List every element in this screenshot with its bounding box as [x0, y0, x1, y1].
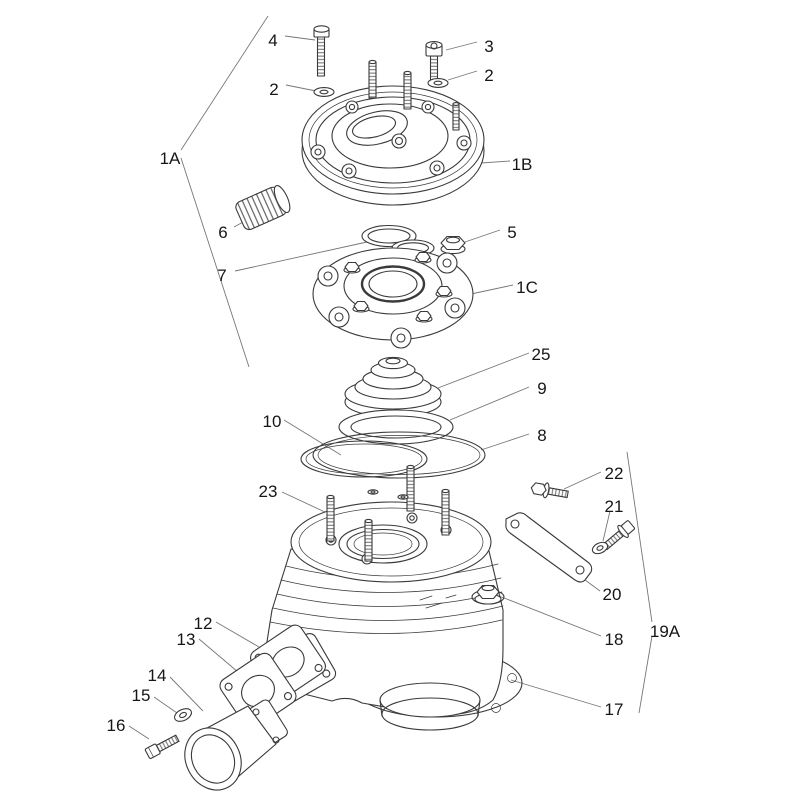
part-label-13: 13 [177, 630, 196, 649]
bracket-20 [505, 512, 593, 583]
bolt-3 [425, 41, 443, 82]
part-label-20: 20 [603, 585, 622, 604]
part-label-5: 5 [507, 223, 516, 242]
part-label-9: 9 [537, 379, 546, 398]
embossed-logo [419, 594, 457, 609]
part-labels: 4 3 2 2 1A 1B 6 5 7 1C 25 9 10 8 22 23 2… [107, 31, 681, 735]
head-flange-lugs [317, 252, 466, 349]
part-label-15: 15 [132, 686, 151, 705]
cylinder-block [264, 501, 504, 731]
washer-2-left [313, 87, 335, 97]
washer-15 [174, 708, 192, 722]
part-label-16: 16 [107, 716, 126, 735]
bolt-4 [313, 25, 330, 77]
head-nuts [343, 251, 453, 323]
part-label-1C: 1C [516, 278, 538, 297]
leader-lines [128, 15, 653, 740]
part-label-19A: 19A [650, 622, 681, 641]
nut-5 [440, 235, 466, 255]
screw-22 [530, 482, 569, 499]
part-label-1A: 1A [160, 149, 181, 168]
part-label-8: 8 [537, 426, 546, 445]
o-ring-10 [300, 440, 428, 478]
part-label-6: 6 [218, 223, 227, 242]
nut-18 [471, 584, 505, 605]
washer-2-right [427, 78, 449, 88]
inner-head-1C [312, 247, 474, 349]
exhaust-stub-14 [184, 699, 288, 791]
washer-21 [591, 541, 609, 555]
part-label-14: 14 [148, 666, 167, 685]
insert-dome-25 [344, 356, 442, 418]
part-label-22: 22 [605, 464, 624, 483]
part-label-17: 17 [605, 700, 624, 719]
part-label-7: 7 [217, 266, 226, 285]
bolt-16 [144, 734, 180, 760]
group-bracket-1A [180, 15, 269, 368]
part-label-3: 3 [484, 37, 493, 56]
o-ring-8 [312, 431, 486, 479]
part-label-12: 12 [194, 614, 213, 633]
part-label-2-left: 2 [269, 80, 278, 99]
part-label-23: 23 [259, 482, 278, 501]
o-ring-9 [338, 409, 454, 445]
part-label-25: 25 [532, 345, 551, 364]
part-label-2-right: 2 [484, 66, 493, 85]
cover-studs [368, 59, 460, 131]
part-label-10: 10 [263, 412, 282, 431]
part-label-1B: 1B [512, 155, 533, 174]
part-label-4: 4 [268, 31, 277, 50]
screw-21 [602, 520, 635, 551]
cover-bolt-bosses [310, 100, 472, 179]
studs-23 [326, 464, 450, 562]
part-label-18: 18 [605, 630, 624, 649]
part-label-21: 21 [605, 497, 624, 516]
plug-6 [235, 185, 291, 231]
head-cover-1B [301, 59, 485, 206]
group-bracket-19A [626, 451, 653, 714]
